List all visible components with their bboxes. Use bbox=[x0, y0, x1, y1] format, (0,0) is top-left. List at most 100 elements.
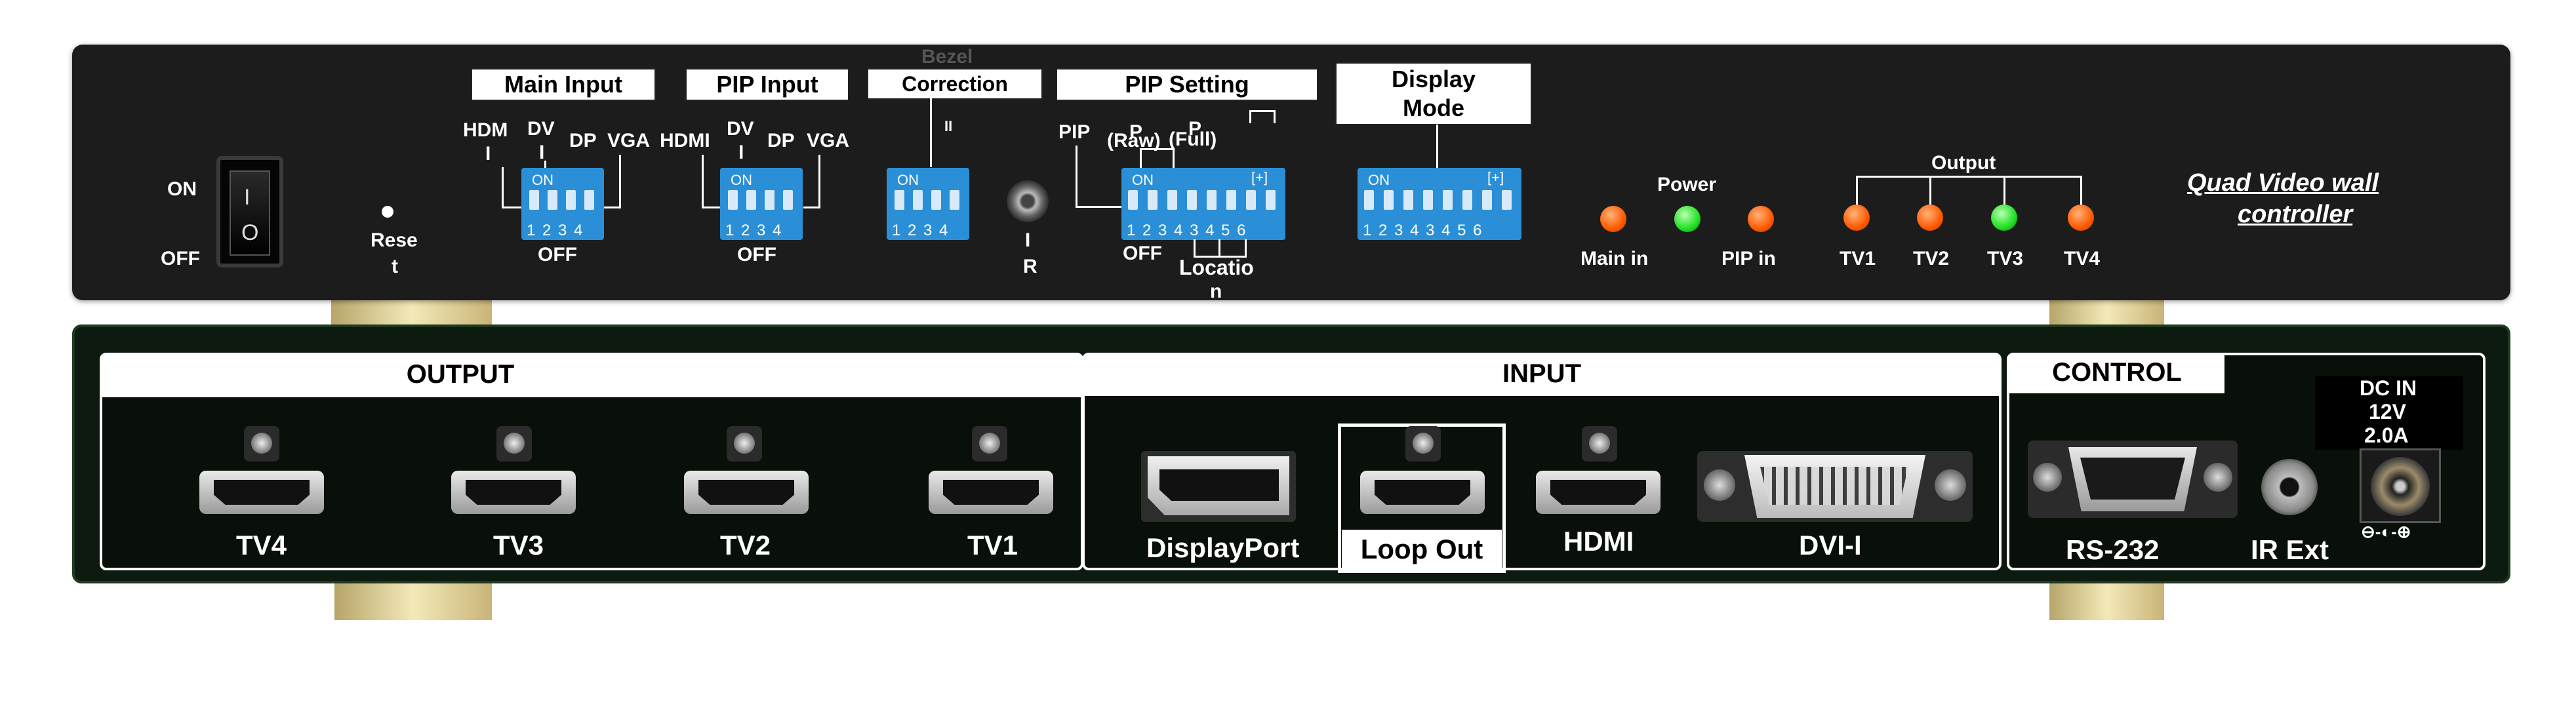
pip-input-dp-label: DP bbox=[767, 130, 795, 151]
switch-on-symbol: I bbox=[244, 185, 251, 210]
main-input-vga-label: VGA bbox=[607, 130, 651, 151]
output-title: OUTPUT bbox=[102, 354, 818, 397]
main-input-dvi-label-2: I bbox=[539, 142, 545, 163]
reset-button[interactable] bbox=[382, 206, 393, 218]
left-top-foot bbox=[331, 298, 492, 328]
tv3-screw bbox=[496, 426, 532, 462]
tv4-led-label: TV4 bbox=[2064, 248, 2101, 269]
bezel-dip-switch[interactable]: ON 1 2 3 4 bbox=[887, 168, 969, 240]
ir-label-1: I bbox=[1025, 229, 1031, 251]
pip-input-off-label: OFF bbox=[737, 244, 776, 266]
tv4-hdmi-port[interactable] bbox=[199, 471, 324, 514]
input-title: INPUT bbox=[1085, 354, 1999, 396]
dc-current-label: 2.0A bbox=[2364, 423, 2409, 447]
tv3-led bbox=[1991, 205, 2017, 231]
pip-input-vga-label: VGA bbox=[807, 130, 850, 151]
tv4-screw bbox=[244, 426, 279, 462]
display-mode-dip-switch[interactable]: ON [+] 1 2 3 4 3 4 5 6 bbox=[1358, 168, 1521, 240]
pip-setting-p2-label: P bbox=[1188, 118, 1202, 140]
pip-input-dvi-label: DV bbox=[727, 118, 754, 140]
brand-line-2: controller bbox=[2238, 201, 2353, 228]
tv2-led bbox=[1917, 205, 1943, 231]
loop-out-hdmi-port[interactable] bbox=[1360, 471, 1485, 514]
dc-in-label: DC IN bbox=[2360, 376, 2417, 400]
pip-setting-p-label: P bbox=[1129, 121, 1143, 143]
reset-label-2: t bbox=[392, 256, 398, 277]
ir-ext-jack[interactable] bbox=[2261, 459, 2318, 515]
tv1-port-label: TV1 bbox=[967, 530, 1018, 560]
display-mode-title: Display Mode bbox=[1335, 62, 1532, 125]
loop-out-screw bbox=[1405, 426, 1441, 462]
dc-in-jack[interactable] bbox=[2360, 448, 2441, 523]
main-input-dvi-label: DV bbox=[527, 118, 555, 140]
power-rocker-switch[interactable]: I O bbox=[216, 156, 283, 267]
tv2-screw bbox=[727, 426, 762, 462]
loop-out-frame bbox=[1338, 423, 1506, 573]
pip-setting-location-2: n bbox=[1210, 281, 1222, 302]
tv3-hdmi-port[interactable] bbox=[451, 471, 576, 514]
output-led-label: Output bbox=[1931, 152, 1996, 174]
ir-label-2: R bbox=[1023, 256, 1037, 277]
rs232-port[interactable] bbox=[2028, 441, 2238, 518]
pip-in-led-label: PIP in bbox=[1721, 248, 1776, 269]
displayport-port[interactable] bbox=[1141, 451, 1296, 522]
tv3-led-label: TV3 bbox=[1987, 248, 2024, 269]
display-mode-title-2: Mode bbox=[1403, 94, 1464, 121]
tv1-led-label: TV1 bbox=[1840, 248, 1876, 269]
displayport-label: DisplayPort bbox=[1146, 532, 1300, 563]
main-in-led-label: Main in bbox=[1580, 248, 1649, 269]
switch-on-label: ON bbox=[167, 178, 197, 200]
tv4-port-label: TV4 bbox=[236, 530, 287, 560]
tv3-port-label: TV3 bbox=[493, 530, 544, 560]
pip-input-dvi-label-2: I bbox=[738, 142, 744, 163]
pip-setting-off-label: OFF bbox=[1123, 243, 1162, 264]
hdmi-in-label: HDMI bbox=[1563, 526, 1634, 557]
pip-input-dip-switch[interactable]: ON 1 2 3 4 bbox=[720, 168, 803, 240]
dc-in-label-box bbox=[2315, 376, 2463, 450]
left-bottom-foot bbox=[334, 582, 492, 620]
tv1-screw bbox=[972, 426, 1007, 462]
hdmi-in-port[interactable] bbox=[1536, 471, 1660, 514]
pip-setting-raw-label: (Raw) bbox=[1107, 130, 1161, 151]
pip-setting-title: PIP Setting bbox=[1056, 68, 1318, 101]
pip-setting-full-label: (Full) bbox=[1169, 128, 1217, 150]
pip-setting-location-1: Locatio bbox=[1179, 256, 1254, 279]
tv2-port-label: TV2 bbox=[720, 530, 771, 560]
hdmi-in-screw bbox=[1582, 426, 1617, 462]
main-input-off-label: OFF bbox=[538, 244, 577, 266]
loop-out-label: Loop Out bbox=[1342, 530, 1502, 569]
tv1-hdmi-port[interactable] bbox=[929, 471, 1053, 514]
main-input-dp-label: DP bbox=[569, 130, 597, 151]
right-top-foot bbox=[2049, 298, 2164, 328]
power-led bbox=[1674, 206, 1701, 232]
brand-line-1: Quad Video wall bbox=[2187, 169, 2379, 197]
main-input-dip-switch[interactable]: ON 1 2 3 4 bbox=[521, 168, 604, 240]
bezel-correction-title: Correction bbox=[867, 68, 1043, 100]
pip-in-led bbox=[1748, 206, 1774, 232]
tv1-led bbox=[1843, 205, 1870, 231]
main-in-led bbox=[1600, 206, 1626, 232]
right-bottom-foot bbox=[2049, 582, 2164, 620]
tv2-led-label: TV2 bbox=[1913, 248, 1950, 269]
bezel-tick: II bbox=[944, 118, 953, 134]
pip-input-hdmi-label: HDMI bbox=[660, 130, 710, 151]
tv4-led bbox=[2068, 205, 2094, 231]
tv2-hdmi-port[interactable] bbox=[684, 471, 809, 514]
pip-setting-pip-label: PIP bbox=[1058, 121, 1091, 143]
switch-off-symbol: O bbox=[241, 220, 259, 245]
control-title: CONTROL bbox=[2009, 354, 2224, 393]
dvi-i-port[interactable] bbox=[1697, 451, 1973, 522]
pip-setting-dip-switch[interactable]: ON [+] 1 2 3 4 3 4 5 6 bbox=[1121, 168, 1285, 240]
dc-polarity-label: ⊖-◐-⊕ bbox=[2361, 522, 2411, 541]
dc-voltage-label: 12V bbox=[2369, 400, 2406, 423]
power-led-label: Power bbox=[1657, 174, 1717, 195]
reset-label-1: Rese bbox=[371, 229, 418, 251]
pip-input-title: PIP Input bbox=[685, 68, 849, 101]
rs232-label: RS-232 bbox=[2066, 534, 2160, 565]
switch-off-label: OFF bbox=[161, 248, 200, 269]
ir-ext-label: IR Ext bbox=[2251, 534, 2329, 565]
main-input-title: Main Input bbox=[471, 68, 656, 101]
main-input-hdmi-label-2: I bbox=[485, 143, 491, 165]
main-input-hdmi-label: HDM bbox=[463, 119, 508, 141]
ir-sensor bbox=[1007, 180, 1049, 222]
